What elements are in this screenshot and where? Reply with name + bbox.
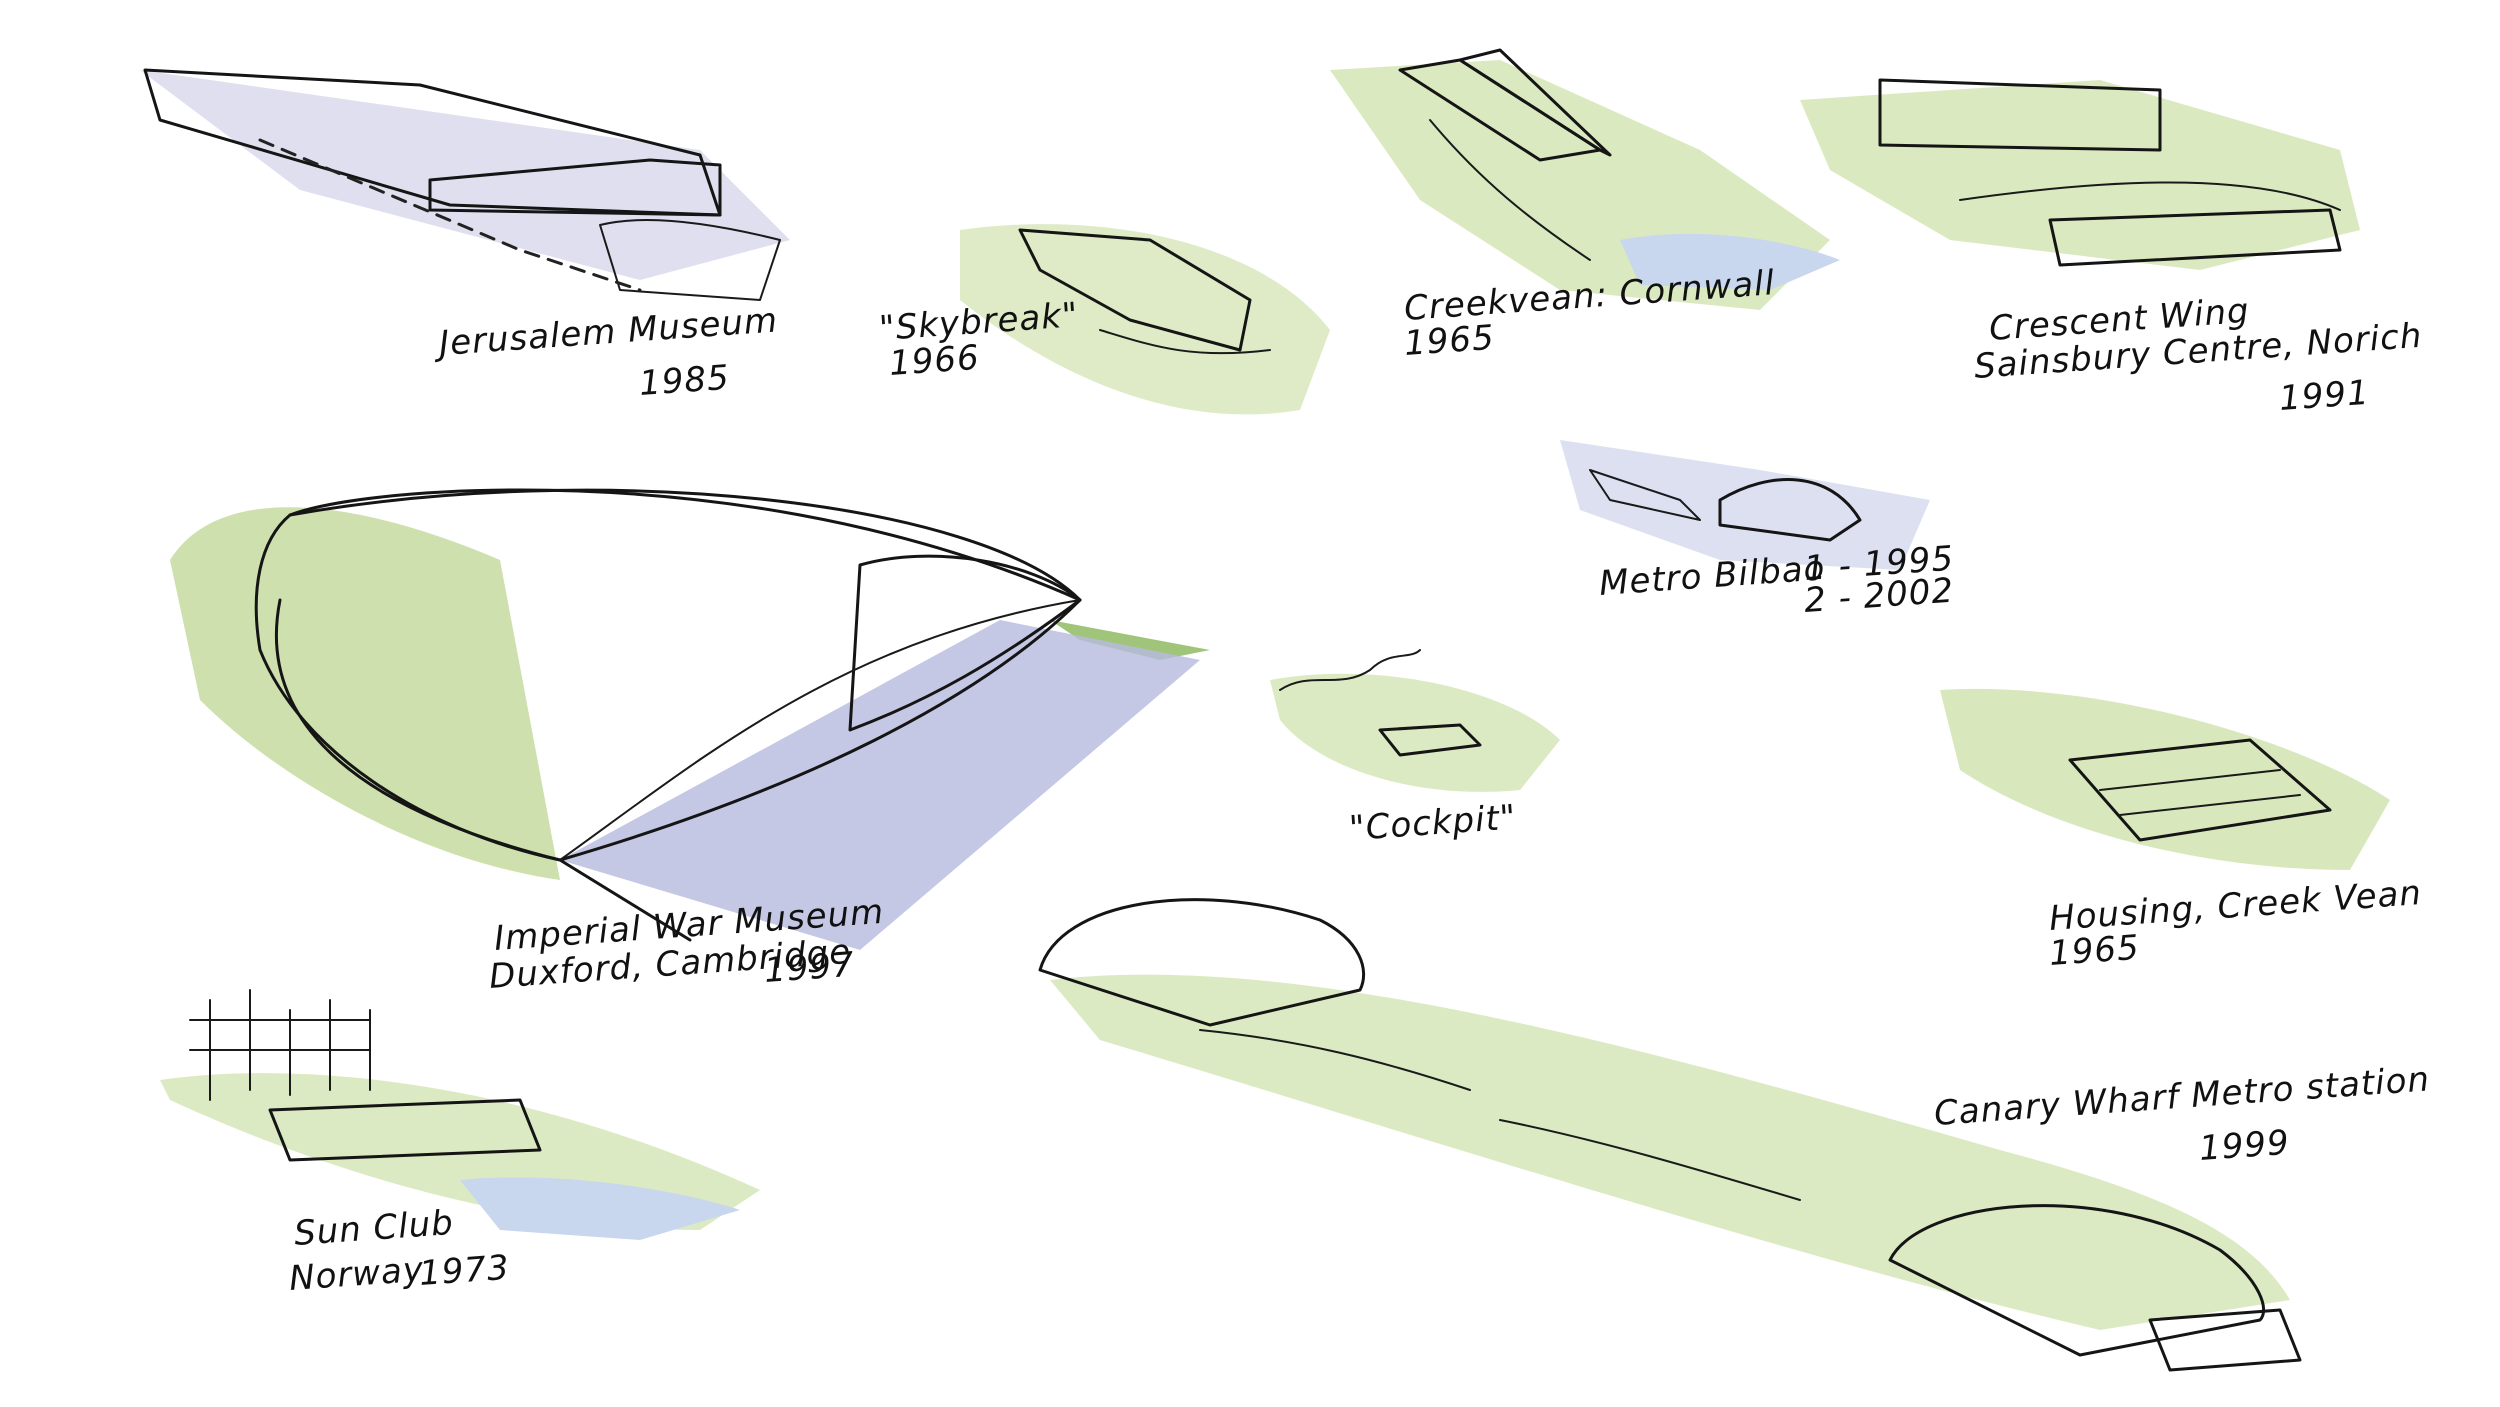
crescent-curve — [1959, 181, 2341, 211]
jerusalem-year: 1985 — [638, 358, 731, 404]
cockpit-tree-line — [1279, 649, 1421, 691]
canary-dome-right — [1888, 1204, 2266, 1357]
housing-grass — [1940, 688, 2390, 870]
iwm-year: 1997 — [763, 945, 856, 991]
sketch-crescent-wing: Crescent Wing Sainsbury Centre, Norich 1… — [1800, 78, 2424, 419]
canary-steps — [2148, 1308, 2302, 1372]
iwm-edge — [275, 598, 692, 942]
crescent-year: 1991 — [2278, 373, 2371, 419]
sketch-creekvean: Creekvean: Cornwall 1965 — [1330, 48, 1840, 364]
sketch-sun-club: Sun Club Norway 1973 — [160, 989, 760, 1299]
canary-trees — [1199, 1029, 1801, 1201]
iwm-roof — [254, 488, 1082, 862]
jerusalem-glazing — [428, 158, 722, 217]
sunclub-building — [268, 1098, 542, 1162]
cockpit-label: "Cockpit" — [1348, 797, 1518, 849]
canary-grass — [1050, 974, 2290, 1330]
housing-label: Housing, Creek Vean — [2048, 873, 2423, 939]
iwm-shadow — [560, 620, 1200, 950]
jerusalem-label: Jerusalem Museum — [432, 300, 779, 364]
bilbao-ground — [1560, 440, 1930, 570]
crescent-grass — [1800, 80, 2360, 270]
skybreak-contour — [1099, 329, 1271, 355]
crescent-pavilion — [1878, 78, 2162, 152]
jerusalem-rocks — [599, 219, 781, 301]
sunclub-label: Sun Club — [293, 1203, 455, 1254]
skybreak-house — [1018, 228, 1252, 352]
housing-steps — [2099, 769, 2301, 816]
skybreak-grass — [960, 224, 1330, 415]
sketch-metro-bilbao: Metro Bilbao 1 - 1995 2 - 2002 — [1560, 440, 1955, 621]
creekvean-slope — [1429, 119, 1591, 261]
skybreak-year: 1966 — [888, 338, 981, 384]
sunclub-label-2: Norway — [288, 1250, 425, 1299]
canary-year: 1999 — [2198, 1123, 2291, 1169]
creekvean-terrace-2 — [1458, 48, 1612, 157]
crescent-wing-glazing — [2048, 208, 2342, 267]
iwm-grass — [170, 507, 560, 880]
sunclub-water — [460, 1177, 740, 1240]
cockpit-grass — [1270, 673, 1560, 792]
cockpit-bunker — [1378, 723, 1482, 757]
sketch-cockpit: "Cockpit" — [1270, 649, 1560, 849]
bilbao-label: Metro Bilbao — [1598, 548, 1827, 604]
creekvean-water — [1620, 233, 1840, 290]
sunclub-trees — [189, 989, 371, 1101]
jerusalem-ground-shade — [140, 70, 790, 280]
canary-dome-left — [1038, 898, 1366, 1027]
bilbao-stair — [1589, 469, 1701, 521]
creekvean-year: 1965 — [1403, 318, 1496, 364]
bilbao-canopy — [1718, 478, 1862, 542]
housing-terraces — [2068, 738, 2332, 842]
iwm-grass-right — [1050, 620, 1210, 660]
jerusalem-slope — [258, 138, 642, 292]
sketch-housing-creek-vean: Housing, Creek Vean 1965 — [1940, 688, 2423, 974]
sketch-canary-wharf: Canary Wharf Metro station 1999 — [1038, 898, 2431, 1372]
iwm-roof-edge — [288, 488, 1082, 602]
sunclub-year: 1973 — [418, 1248, 511, 1294]
canary-label: Canary Wharf Metro station — [1933, 1059, 2431, 1134]
sketch-skybreak: "Skybreak" 1966 — [878, 224, 1330, 415]
sketch-jerusalem-museum: Jerusalem Museum 1985 — [140, 68, 790, 404]
iwm-inner-curve — [559, 599, 1081, 861]
housing-year: 1965 — [2048, 928, 2141, 974]
sketch-imperial-war-museum: Imperial War Museum Duxford, Cambridge 1… — [170, 488, 1210, 997]
